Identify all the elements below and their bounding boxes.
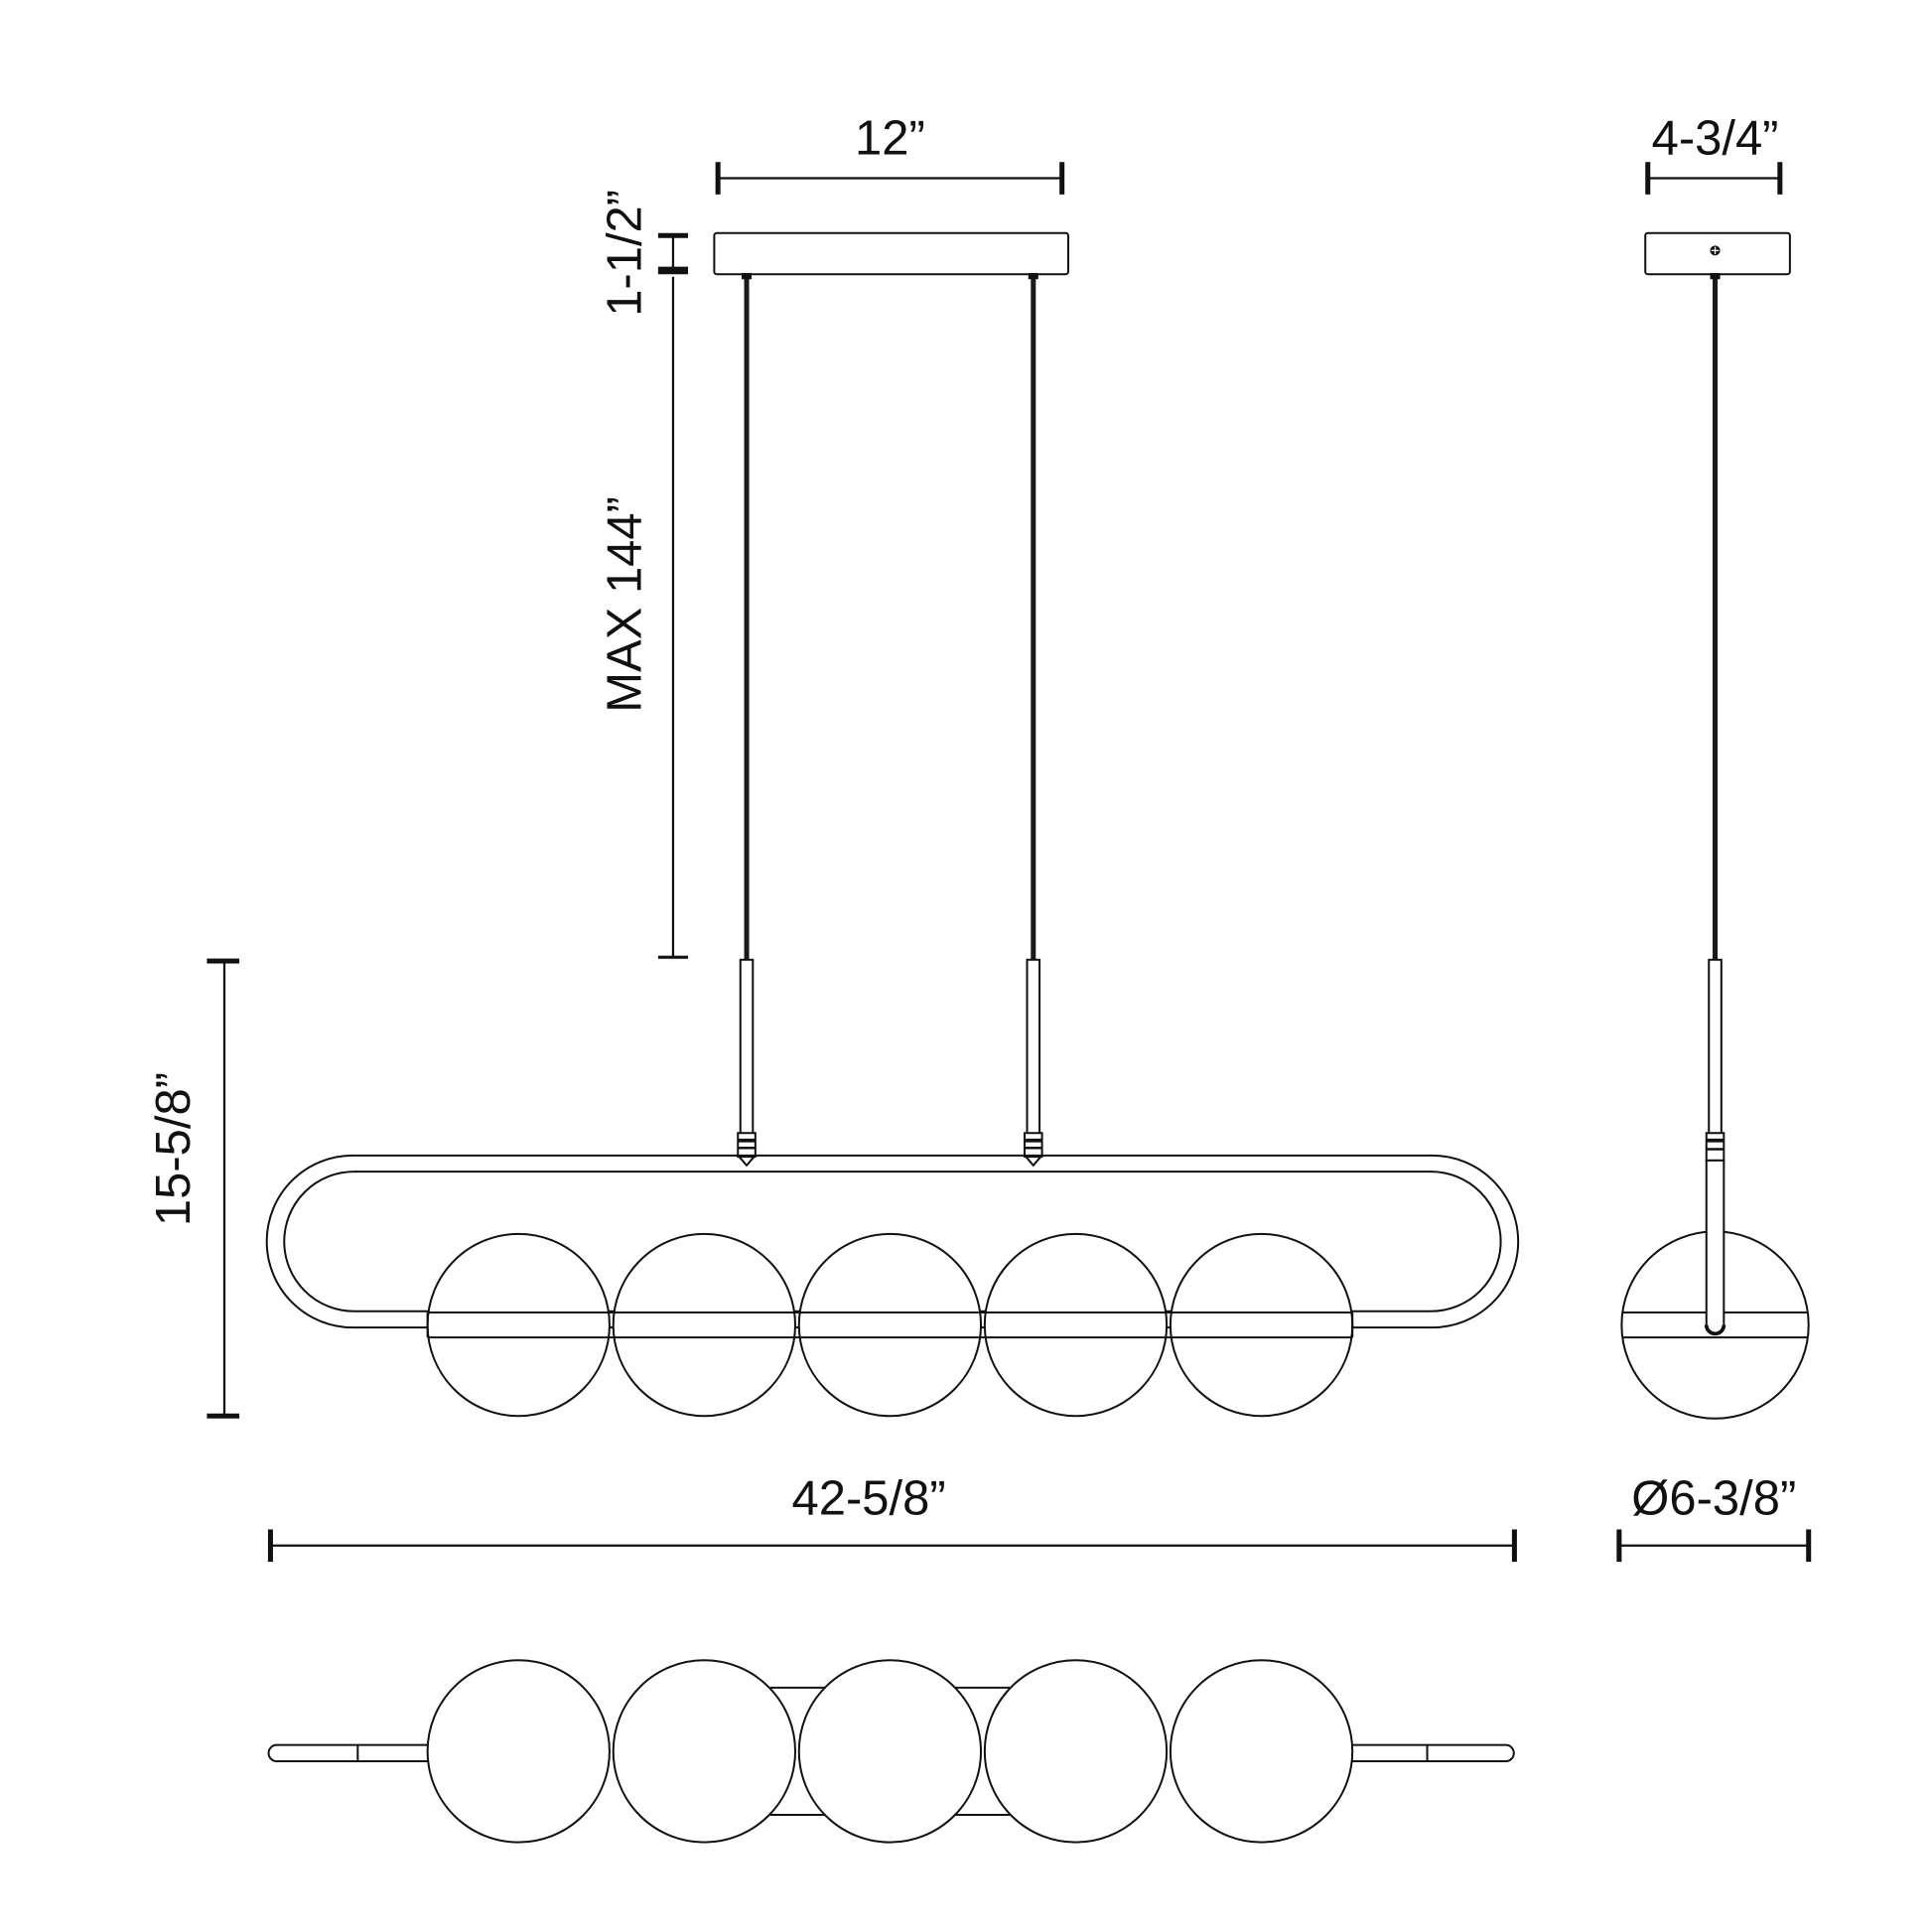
fixture-length-dimension: 42-5/8” bbox=[267, 1471, 1517, 1563]
side-stem bbox=[1705, 1159, 1725, 1335]
canopy-width-dimension: 4-3/4” bbox=[1645, 112, 1783, 195]
side-view: 4-3/4” Ø6-3/8” bbox=[1616, 112, 1812, 1563]
globes-front bbox=[426, 1232, 1354, 1418]
globe-diameter-dimension: Ø6-3/8” bbox=[1616, 1471, 1812, 1563]
rod-right bbox=[1024, 958, 1043, 1168]
canopy-height-dimension: 1-1/2” bbox=[598, 190, 689, 317]
end-rod-right bbox=[1352, 1743, 1515, 1763]
globe bbox=[797, 1232, 983, 1418]
canopy bbox=[713, 231, 1069, 276]
end-rod-left bbox=[267, 1743, 428, 1763]
globe-top bbox=[1169, 1659, 1354, 1844]
frame-loop bbox=[265, 1154, 1520, 1329]
max-cable-label: MAX 144” bbox=[598, 496, 651, 713]
globe bbox=[983, 1232, 1169, 1418]
globe-diameter-label: Ø6-3/8” bbox=[1631, 1471, 1796, 1525]
fixture-height-label: 15-5/8” bbox=[147, 1072, 201, 1226]
max-cable-dimension: MAX 144” bbox=[598, 276, 689, 959]
globe-top bbox=[983, 1659, 1169, 1844]
front-view: 12” 1-1/2” MAX 144” bbox=[147, 112, 1520, 1563]
top-view bbox=[267, 1659, 1515, 1844]
globe bbox=[612, 1232, 797, 1418]
globe-top bbox=[797, 1659, 983, 1844]
fixture-height-dimension: 15-5/8” bbox=[147, 958, 240, 1419]
canopy-length-dimension: 12” bbox=[715, 112, 1065, 195]
canopy-height-label: 1-1/2” bbox=[598, 190, 651, 317]
canopy-width-label: 4-3/4” bbox=[1652, 112, 1779, 166]
globe bbox=[426, 1232, 611, 1418]
globe bbox=[1169, 1232, 1354, 1418]
globe-top bbox=[426, 1659, 611, 1844]
rod-left bbox=[737, 958, 757, 1168]
fixture-length-label: 42-5/8” bbox=[792, 1471, 946, 1525]
canopy-length-label: 12” bbox=[855, 112, 925, 166]
side-rod bbox=[1708, 958, 1723, 1136]
globe-top bbox=[612, 1659, 797, 1844]
